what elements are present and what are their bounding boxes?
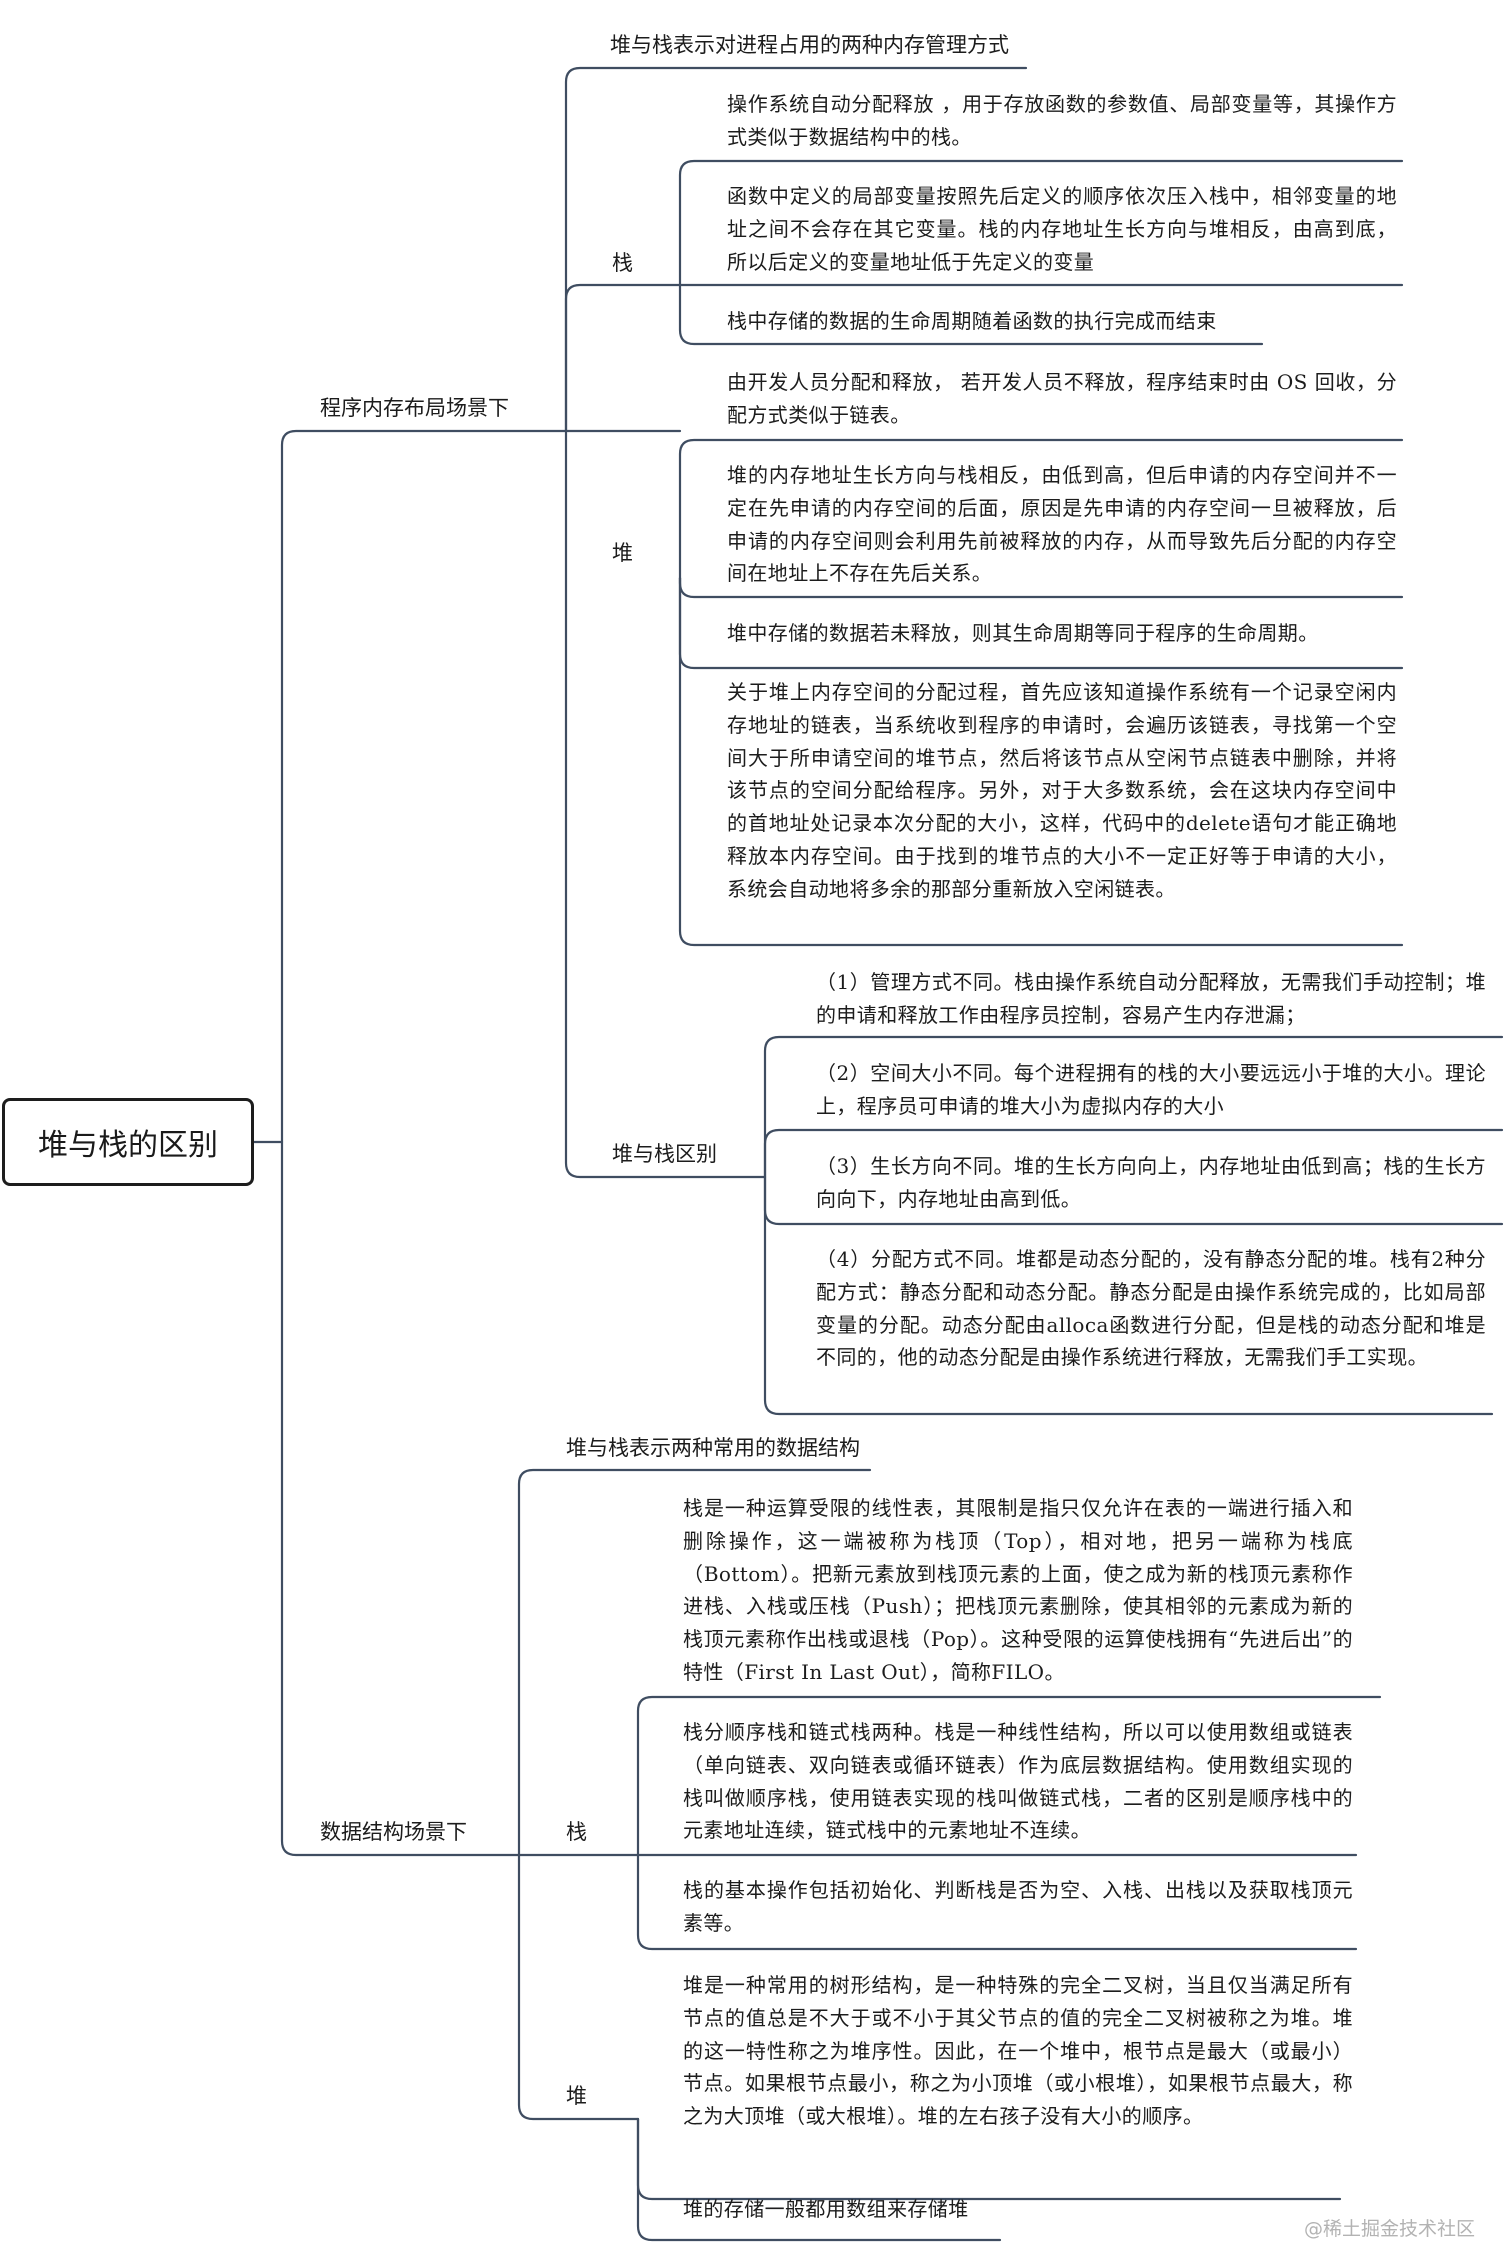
memory-stack-item-3: 栈中存储的数据的生命周期随着函数的执行完成而结束 [727, 309, 1217, 333]
memory-heap-item-4: 关于堆上内存空间的分配过程，首先应该知道操作系统有一个记录空闲内存地址的链表，当… [727, 680, 1397, 901]
memory-heap-item-2: 堆的内存地址生长方向与栈相反，由低到高，但后申请的内存空间并不一定在先申请的内存… [727, 463, 1397, 586]
memory-diff-item-4: （4）分配方式不同。堆都是动态分配的，没有静态分配的堆。栈有2种分配方式：静态分… [816, 1247, 1486, 1370]
watermark: @稀土掘金技术社区 [1304, 2218, 1476, 2240]
memory-diff-label: 堆与栈区别 [612, 1142, 717, 1166]
ds-heap-item-1: 堆是一种常用的树形结构，是一种特殊的完全二叉树，当且仅当满足所有节点的值总是不大… [683, 1973, 1353, 2129]
ds-stack-item-3: 栈的基本操作包括初始化、判断栈是否为空、入栈、出栈以及获取栈顶元素等。 [683, 1878, 1353, 1935]
root-node: 堆与栈的区别 [2, 1098, 254, 1186]
ds-stack-item-2: 栈分顺序栈和链式栈两种。栈是一种线性结构，所以可以使用数组或链表（单向链表、双向… [683, 1720, 1353, 1843]
ds-stack-item-1: 栈是一种运算受限的线性表，其限制是指只仅允许在表的一端进行插入和删除操作，这一端… [683, 1496, 1353, 1684]
ds-heap-label: 堆 [566, 2084, 587, 2108]
memory-heap-label: 堆 [612, 541, 633, 565]
ds-intro-label: 堆与栈表示两种常用的数据结构 [566, 1436, 860, 1460]
branch-memory-label: 程序内存布局场景下 [320, 396, 509, 420]
branch-ds-label: 数据结构场景下 [320, 1820, 467, 1844]
memory-intro-label: 堆与栈表示对进程占用的两种内存管理方式 [610, 33, 1009, 57]
memory-stack-item-2: 函数中定义的局部变量按照先后定义的顺序依次压入栈中，相邻变量的地址之间不会存在其… [727, 184, 1397, 274]
ds-heap-item-2: 堆的存储一般都用数组来存储堆 [683, 2197, 969, 2221]
memory-stack-label: 栈 [612, 251, 633, 275]
memory-heap-item-3: 堆中存储的数据若未释放，则其生命周期等同于程序的生命周期。 [727, 621, 1319, 645]
memory-diff-item-1: （1）管理方式不同。栈由操作系统自动分配释放，无需我们手动控制；堆的申请和释放工… [816, 970, 1486, 1027]
memory-diff-item-3: （3）生长方向不同。堆的生长方向向上，内存地址由低到高；栈的生长方向向下，内存地… [816, 1154, 1486, 1211]
memory-heap-item-1: 由开发人员分配和释放， 若开发人员不释放，程序结束时由 OS 回收，分配方式类似… [727, 370, 1397, 427]
memory-stack-item-1: 操作系统自动分配释放 ，用于存放函数的参数值、局部变量等，其操作方式类似于数据结… [727, 92, 1397, 149]
ds-stack-label: 栈 [566, 1820, 587, 1844]
memory-diff-item-2: （2）空间大小不同。每个进程拥有的栈的大小要远远小于堆的大小。理论上，程序员可申… [816, 1061, 1486, 1118]
